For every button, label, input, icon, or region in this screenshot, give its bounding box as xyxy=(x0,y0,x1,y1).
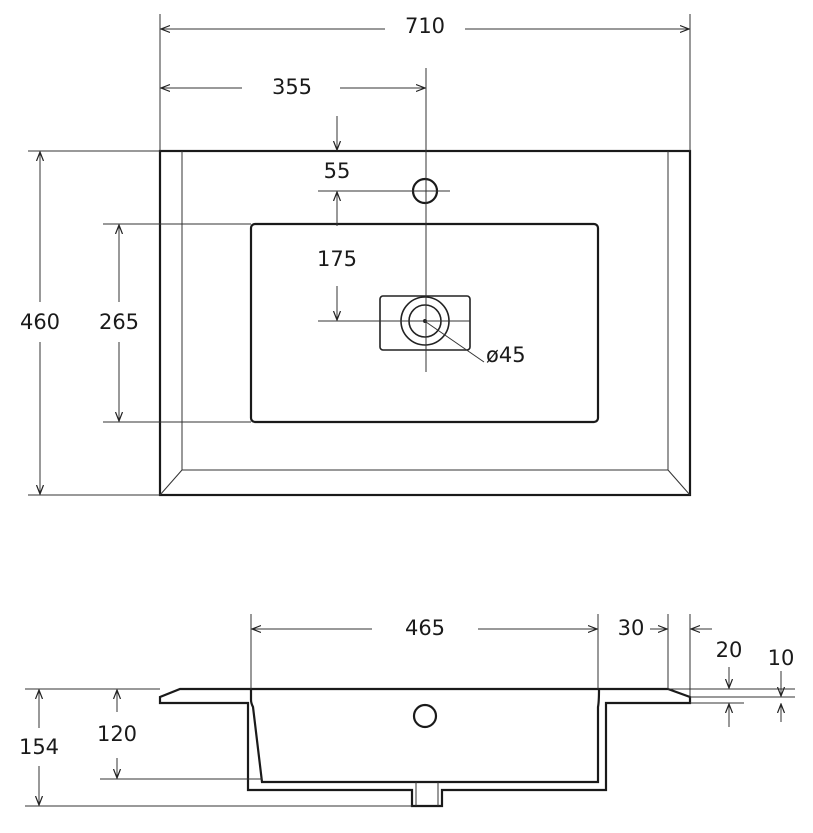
dim-55-label: 55 xyxy=(324,159,351,183)
dim-154-label: 154 xyxy=(19,735,59,759)
dim-460: 460 xyxy=(20,150,160,496)
section-outer xyxy=(158,687,692,808)
dim-drain: ø45 xyxy=(425,321,526,367)
basin-inner-bevel xyxy=(181,151,669,471)
dim-465: 465 xyxy=(250,614,599,689)
dim-20: 20 xyxy=(668,638,744,727)
dim-55: 55 xyxy=(324,116,351,226)
top-view xyxy=(158,68,692,497)
dim-175: 175 xyxy=(317,247,357,320)
dim-20-label: 20 xyxy=(716,638,743,662)
dim-120-label: 120 xyxy=(97,722,137,746)
dim-30: 30 xyxy=(618,614,712,697)
dim-355-label: 355 xyxy=(272,75,312,99)
dim-355: 355 xyxy=(161,75,425,99)
side-view xyxy=(158,687,692,808)
section-inner xyxy=(249,688,601,784)
drain-plate xyxy=(379,295,471,351)
bowl-outline xyxy=(249,222,600,424)
dim-30-label: 30 xyxy=(618,616,645,640)
dim-drain-label: ø45 xyxy=(486,343,526,367)
overflow-hole xyxy=(412,703,438,729)
dim-265: 265 xyxy=(99,223,251,423)
dim-10: 10 xyxy=(690,646,795,722)
dim-154: 154 xyxy=(19,688,412,807)
dim-710: 710 xyxy=(159,14,691,151)
dim-465-label: 465 xyxy=(405,616,445,640)
dim-175-label: 175 xyxy=(317,247,357,271)
dim-710-label: 710 xyxy=(405,14,445,38)
dim-10-label: 10 xyxy=(768,646,795,670)
dim-460-label: 460 xyxy=(20,310,60,334)
basin-outline xyxy=(158,149,692,497)
dim-265-label: 265 xyxy=(99,310,139,334)
